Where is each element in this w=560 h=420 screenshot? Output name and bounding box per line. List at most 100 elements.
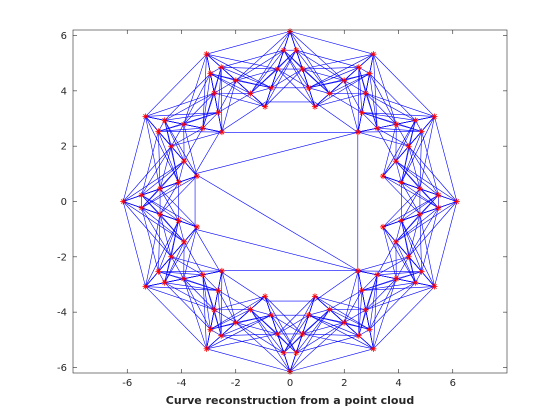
mesh-edge (221, 80, 237, 133)
data-point (412, 117, 419, 124)
hull-edge (206, 31, 291, 55)
mesh-edge (395, 241, 416, 283)
mesh-edge (373, 54, 378, 129)
mesh-edge (421, 131, 439, 196)
mesh-edge (415, 282, 435, 287)
mesh-edge (377, 127, 409, 147)
data-point (168, 253, 175, 260)
data-point (120, 198, 127, 205)
mesh-edge (408, 214, 421, 257)
mesh-edge (302, 333, 374, 350)
mesh-edge (183, 128, 204, 162)
data-point (326, 90, 333, 97)
mesh-edge (164, 256, 172, 283)
mesh-edge (401, 182, 439, 209)
data-point (412, 279, 419, 286)
mesh-edge (373, 274, 378, 349)
data-point (280, 47, 287, 54)
mesh-edge (408, 120, 416, 147)
mesh-edge (361, 112, 435, 117)
mesh-edge (158, 220, 179, 272)
y-tick-label: -2 (57, 252, 67, 263)
mesh-edge (329, 93, 363, 113)
mesh-edge (361, 286, 435, 291)
mesh-edge (164, 282, 211, 330)
mesh-edge (178, 220, 198, 228)
mesh-edge (250, 68, 278, 94)
mesh-edge (358, 290, 363, 336)
data-point (218, 267, 225, 274)
mesh-edge (289, 31, 345, 81)
mesh-edge (170, 146, 179, 183)
hull-edge (434, 116, 458, 202)
mesh-edge (302, 68, 345, 81)
y-tick-label: -4 (57, 308, 67, 319)
mesh-edge (158, 271, 165, 283)
data-point (416, 211, 423, 218)
mesh-edge (382, 175, 439, 209)
data-point (435, 192, 442, 199)
mesh-edge (159, 188, 198, 228)
mesh-edge (308, 314, 359, 336)
data-point (405, 143, 412, 150)
data-point (247, 306, 254, 313)
mesh-edge (369, 282, 416, 330)
mesh-edge (202, 270, 222, 276)
inner-edge (194, 132, 358, 175)
mesh-edge (408, 207, 439, 257)
mesh-edge (145, 116, 165, 121)
mesh-edge (202, 54, 207, 129)
inner-edge (219, 101, 266, 133)
mesh-edge (183, 278, 219, 291)
mesh-edge (314, 296, 370, 330)
mesh-edge (145, 286, 219, 291)
mesh-edge (164, 92, 215, 121)
mesh-edge (358, 131, 422, 133)
mesh-edge (357, 270, 363, 291)
mesh-edge (214, 309, 236, 323)
mesh-edge (164, 73, 211, 121)
mesh-edge (210, 329, 222, 336)
mesh-edge (158, 131, 222, 133)
data-point (305, 84, 312, 91)
mesh-edge (206, 53, 278, 70)
data-point (155, 128, 162, 135)
mesh-edge (145, 116, 179, 183)
mesh-edge (217, 67, 222, 113)
mesh-edge (401, 220, 410, 257)
mesh-edge (170, 124, 184, 147)
inner-edge (194, 173, 358, 271)
data-point (355, 267, 362, 274)
mesh-edge (296, 335, 359, 354)
mesh-edge (141, 207, 159, 272)
mesh-edge (357, 270, 360, 336)
data-point (138, 192, 145, 199)
mesh-edge (369, 54, 374, 74)
mesh-edge (358, 329, 370, 336)
mesh-edge (206, 314, 272, 350)
mesh-edge (122, 146, 172, 202)
data-point (175, 217, 182, 224)
data-point (355, 332, 362, 339)
mesh-edge (250, 296, 266, 310)
mesh-edge (373, 54, 397, 125)
mesh-edge (158, 123, 184, 132)
data-point (247, 90, 254, 97)
data-point (207, 326, 214, 333)
mesh-edge (183, 124, 198, 177)
hull-edge (122, 201, 146, 287)
data-point (366, 70, 373, 77)
x-tick-label: -2 (231, 378, 241, 389)
y-tick-label: -6 (57, 363, 67, 374)
hull-edge (373, 286, 435, 350)
axes-background (73, 30, 507, 373)
inner-edge (194, 132, 220, 174)
mesh-edge (264, 68, 303, 107)
data-point (418, 268, 425, 275)
mesh-edge (164, 226, 198, 283)
hull-edge (373, 53, 435, 117)
mesh-edge (210, 296, 266, 330)
mesh-edge (210, 73, 236, 81)
y-tick-label: 6 (61, 31, 67, 42)
mesh-edge (123, 194, 142, 202)
